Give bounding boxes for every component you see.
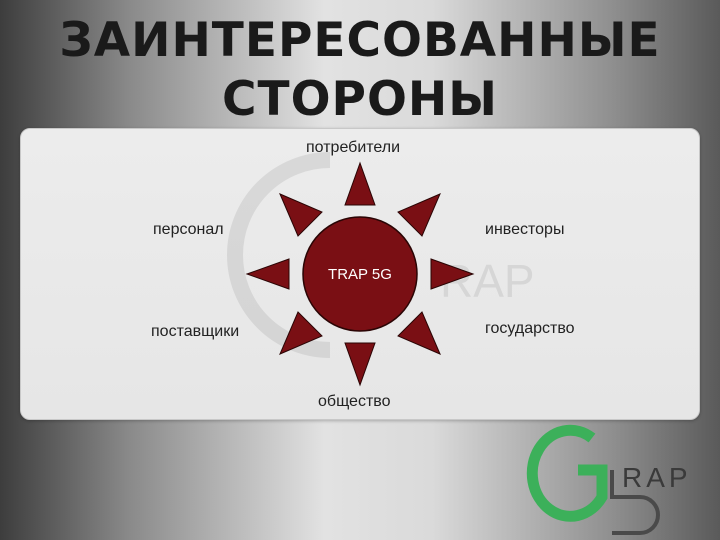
stakeholder-label-personnel: персонал (153, 221, 224, 238)
ray-bottom (344, 342, 376, 387)
ray-lower-left (279, 311, 323, 355)
stakeholder-label-investors: инвесторы (485, 221, 565, 238)
sun-core (302, 216, 418, 332)
grap-logo: RAP (526, 424, 692, 535)
ray-upper-right (397, 193, 441, 237)
slide-title-line2: СТОРОНЫ (222, 72, 498, 127)
ray-right (430, 258, 475, 290)
ray-upper-left (279, 193, 323, 237)
ray-top (344, 161, 376, 206)
ray-left (245, 258, 290, 290)
slide-title-line1: ЗАИНТЕРЕСОВАННЫЕ (59, 13, 661, 68)
center-label: TRAP 5G (328, 266, 392, 283)
svg-text:RAP: RAP (440, 255, 535, 307)
stakeholder-label-government: государство (485, 320, 575, 337)
stakeholder-label-consumers: потребители (306, 139, 401, 156)
logo-text: RAP (622, 462, 692, 493)
ray-lower-right (397, 311, 441, 355)
stakeholder-label-society: общество (318, 393, 391, 410)
stakeholder-label-suppliers: поставщики (151, 323, 240, 340)
